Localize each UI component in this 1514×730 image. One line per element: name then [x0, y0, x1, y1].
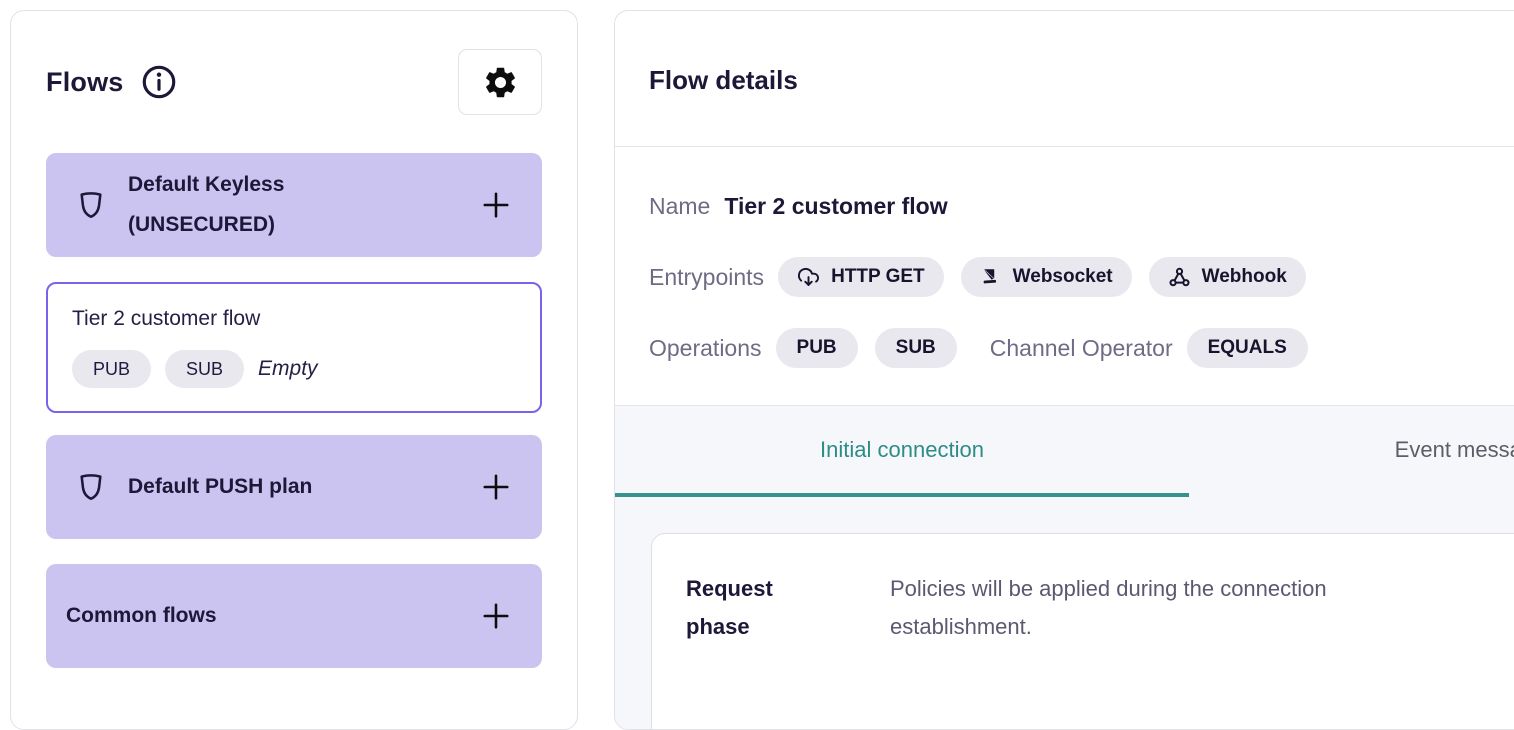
operation-badge-pub: PUB: [72, 350, 152, 388]
tab-event-messages[interactable]: Event messages: [1394, 436, 1514, 462]
info-icon[interactable]: [140, 63, 178, 101]
plan-card-default-keyless[interactable]: Default Keyless (UNSECURED): [46, 153, 542, 257]
flow-card-title: Tier 2 customer flow: [72, 307, 261, 330]
tab-initial-connection[interactable]: Initial connection: [615, 406, 1189, 497]
webhook-icon: [1168, 266, 1191, 289]
plan-label: Common flows: [66, 604, 217, 627]
operations-row: Operations PUB SUB Channel Operator EQUA…: [649, 326, 1514, 370]
plus-icon: [478, 469, 514, 505]
plus-icon: [478, 187, 514, 223]
channel-operator-chip: EQUALS: [1186, 328, 1308, 368]
plus-icon: [478, 598, 514, 634]
flow-name-value: Tier 2 customer flow: [724, 192, 948, 219]
flow-details-title: Flow details: [649, 65, 798, 95]
flow-empty-status: Empty: [258, 357, 318, 380]
request-phase-title: Request phase: [686, 576, 773, 639]
operation-badge-sub: SUB: [165, 350, 245, 388]
entrypoint-chip-label: HTTP GET: [831, 266, 925, 287]
operation-chip-pub: PUB: [775, 328, 858, 368]
flow-name-row: Name Tier 2 customer flow: [649, 184, 1514, 228]
flow-card-meta: PUB SUB Empty: [72, 350, 516, 388]
plan-card-default-push[interactable]: Default PUSH plan: [46, 435, 542, 539]
entrypoint-chip-label: Websocket: [1012, 266, 1113, 287]
plan-label: Default Keyless (UNSECURED): [128, 173, 285, 236]
entrypoint-chip-webhook: Webhook: [1148, 257, 1306, 297]
plan-label: Default PUSH plan: [128, 475, 313, 498]
operations-label: Operations: [649, 334, 762, 361]
flow-details-meta: Name Tier 2 customer flow Entrypoints HT…: [615, 147, 1514, 406]
add-flow-button[interactable]: [474, 183, 518, 227]
shield-icon: [75, 471, 107, 503]
flow-details-header: Flow details: [615, 11, 1514, 147]
plan-card-common-flows[interactable]: Common flows: [46, 564, 542, 668]
flow-details-tabbar: Initial connection Event messages: [615, 406, 1514, 497]
add-flow-button[interactable]: [474, 594, 518, 638]
cloud-download-icon: [797, 266, 820, 289]
gear-icon: [482, 64, 519, 101]
entrypoint-chip-websocket: Websocket: [960, 257, 1132, 297]
request-phase-description: Policies will be applied during the conn…: [890, 576, 1327, 639]
flow-card-tier-2-customer-flow[interactable]: Tier 2 customer flow PUB SUB Empty: [46, 282, 542, 413]
flows-panel: Flows: [10, 10, 578, 730]
flow-details-panel: Flow details Name Tier 2 customer flow E…: [614, 10, 1514, 730]
flows-panel-title: Flows: [46, 66, 124, 97]
request-phase-card: Request phase Policies will be applied d…: [651, 533, 1514, 729]
entrypoints-row: Entrypoints HTTP GET: [649, 255, 1514, 299]
channel-operator-label: Channel Operator: [989, 334, 1173, 361]
entrypoint-chip-label: Webhook: [1201, 266, 1287, 287]
flows-settings-button[interactable]: [458, 49, 542, 115]
flows-panel-header: Flows: [46, 49, 542, 115]
websocket-icon: [980, 266, 1002, 288]
operation-chip-sub: SUB: [874, 328, 957, 368]
shield-icon: [75, 189, 107, 221]
entrypoints-label: Entrypoints: [649, 263, 765, 290]
initial-connection-tab-content: Request phase Policies will be applied d…: [615, 497, 1514, 729]
entrypoint-chip-http-get: HTTP GET: [778, 257, 944, 297]
name-label: Name: [649, 192, 711, 219]
add-flow-button[interactable]: [474, 465, 518, 509]
